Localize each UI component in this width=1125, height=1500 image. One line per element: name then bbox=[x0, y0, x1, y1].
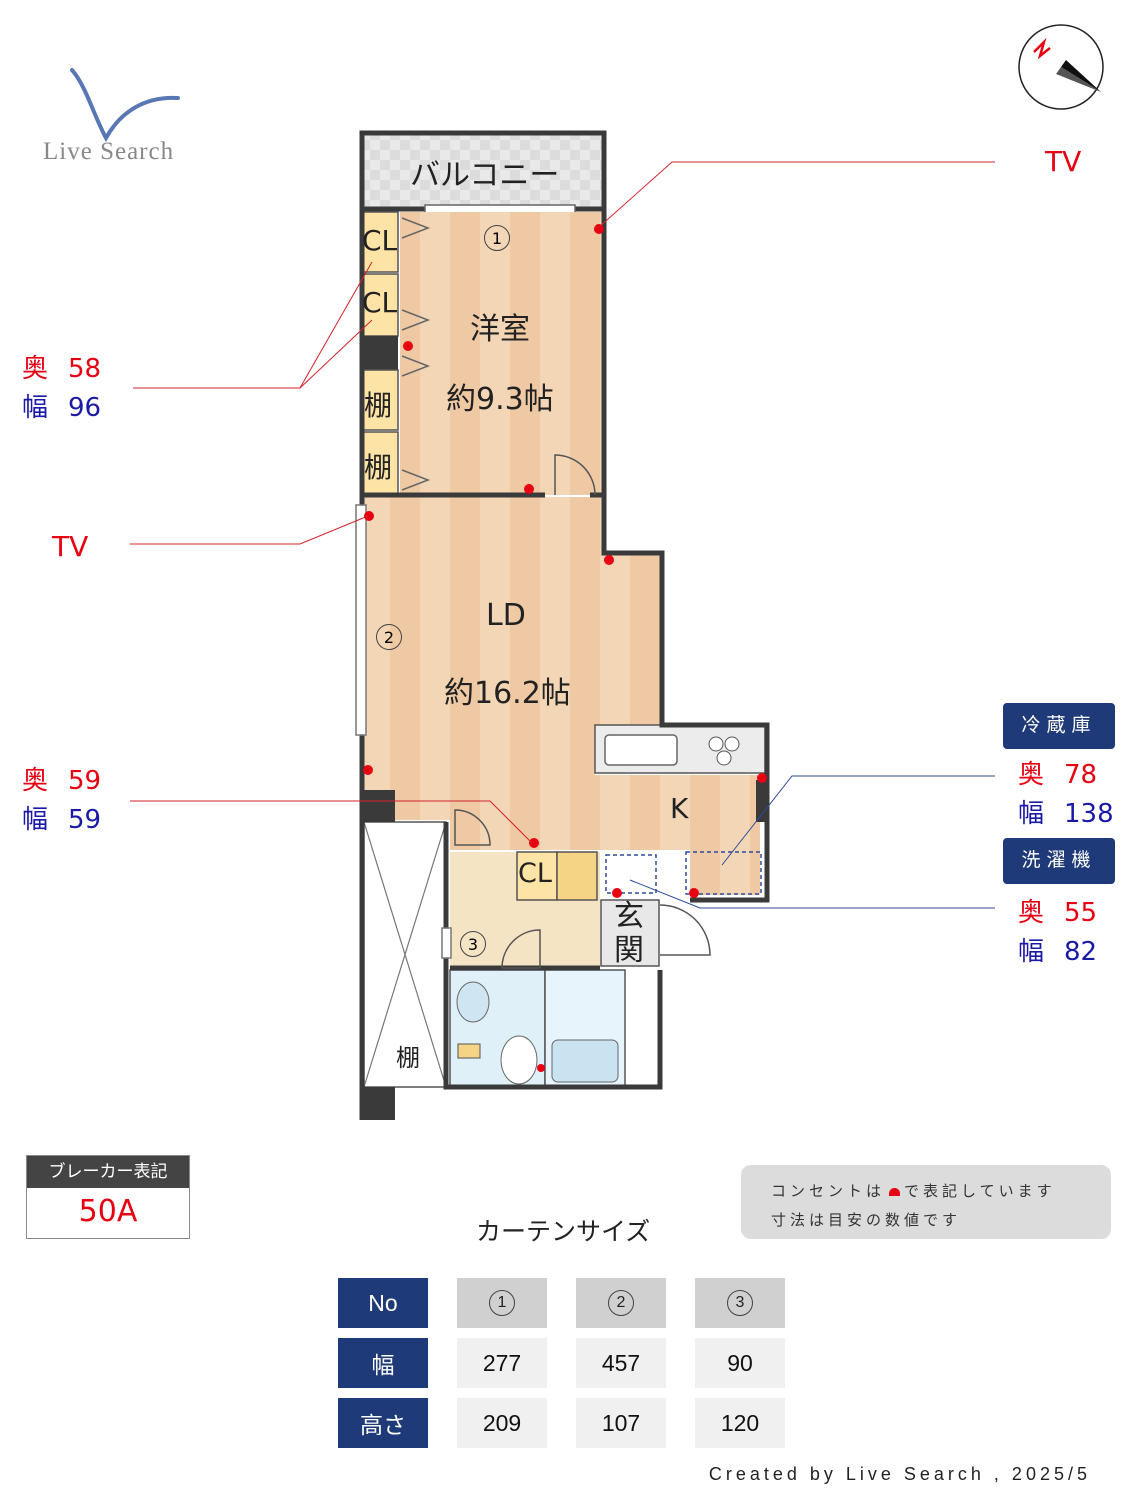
fridge-title: 冷蔵庫 bbox=[1003, 703, 1115, 749]
fridge-width-key: 幅 bbox=[1018, 799, 1045, 829]
outlet-icon bbox=[889, 1188, 901, 1196]
closet-label-1: CL bbox=[362, 224, 398, 257]
western-room-label: 洋室 bbox=[470, 312, 530, 347]
note-dimension-text: 寸法は目安の数値です bbox=[771, 1211, 962, 1229]
tv-top-label: TV bbox=[1045, 145, 1082, 178]
closet-dimensions: 奥 58 幅 96 bbox=[22, 350, 101, 428]
table-cell: 107 bbox=[576, 1398, 666, 1448]
logo: Live Search bbox=[38, 66, 198, 176]
logo-mark-icon bbox=[70, 68, 180, 143]
balcony-label: バルコニー bbox=[410, 158, 560, 193]
table-row-label-width: 幅 bbox=[338, 1338, 428, 1388]
shelf-label-1: 棚 bbox=[364, 389, 393, 422]
table-cell: 277 bbox=[457, 1338, 547, 1388]
ld-label: LD bbox=[486, 598, 526, 633]
closet-label-3: CL bbox=[518, 858, 552, 889]
tv-left-label: TV bbox=[52, 530, 89, 563]
western-room-floor bbox=[400, 212, 603, 495]
closet-depth-value: 58 bbox=[68, 354, 102, 384]
washer-width-key: 幅 bbox=[1018, 937, 1045, 967]
entrance-text: 玄関 bbox=[614, 899, 644, 968]
window-marker-3: 3 bbox=[460, 931, 486, 957]
table-header-no: No bbox=[338, 1278, 428, 1328]
kitchen-label: K bbox=[670, 792, 689, 825]
shelf-label-2: 棚 bbox=[364, 451, 393, 484]
washer-depth-key: 奥 bbox=[1018, 898, 1045, 928]
cl2-depth-value: 59 bbox=[68, 766, 102, 796]
table-header-3: 3 bbox=[695, 1278, 785, 1328]
closet-width-key: 幅 bbox=[22, 393, 49, 423]
washer-width-value: 82 bbox=[1064, 937, 1098, 967]
washer-dimensions: 奥 55 幅 82 bbox=[1018, 894, 1097, 972]
fridge-depth-value: 78 bbox=[1064, 760, 1098, 790]
curtain-title: カーテンサイズ bbox=[476, 1217, 651, 1246]
logo-text: Live Search bbox=[43, 138, 175, 165]
breaker-box: ブレーカー表記 50A bbox=[26, 1155, 190, 1239]
window-marker-2: 2 bbox=[376, 624, 402, 650]
note-outlet-text-b: で表記しています bbox=[904, 1182, 1056, 1200]
closet-width-value: 96 bbox=[68, 393, 102, 423]
table-row-label-height: 高さ bbox=[338, 1398, 428, 1448]
closet-label-2: CL bbox=[362, 286, 398, 319]
fridge-width-value: 138 bbox=[1064, 799, 1114, 829]
notes-box: コンセントはで表記しています 寸法は目安の数値です bbox=[741, 1165, 1111, 1239]
table-header-1: 1 bbox=[457, 1278, 547, 1328]
fridge-depth-key: 奥 bbox=[1018, 760, 1045, 790]
washer-depth-value: 55 bbox=[1064, 898, 1098, 928]
table-cell: 90 bbox=[695, 1338, 785, 1388]
closet-depth-key: 奥 bbox=[22, 354, 49, 384]
breaker-title: ブレーカー表記 bbox=[27, 1156, 189, 1188]
breaker-value: 50A bbox=[78, 1194, 138, 1229]
western-room-size: 約9.3帖 bbox=[446, 382, 554, 417]
table-header-2: 2 bbox=[576, 1278, 666, 1328]
cl2-dimensions: 奥 59 幅 59 bbox=[22, 762, 101, 840]
entrance-label: 玄関 bbox=[614, 900, 648, 968]
washer-title: 洗濯機 bbox=[1003, 838, 1115, 884]
window-marker-1: 1 bbox=[484, 225, 510, 251]
cl2-depth-key: 奥 bbox=[22, 766, 49, 796]
shelf-label-3: 棚 bbox=[396, 1044, 420, 1072]
compass-icon bbox=[1018, 24, 1104, 110]
fridge-dimensions: 奥 78 幅 138 bbox=[1018, 756, 1114, 834]
cl2-width-value: 59 bbox=[68, 805, 102, 835]
footer-credit: Created by Live Search , 2025/5 bbox=[708, 1464, 1091, 1484]
note-outlet-text: コンセントは bbox=[771, 1182, 886, 1200]
table-cell: 120 bbox=[695, 1398, 785, 1448]
floor-plan bbox=[130, 130, 995, 1120]
table-cell: 457 bbox=[576, 1338, 666, 1388]
cl2-width-key: 幅 bbox=[22, 805, 49, 835]
ld-size: 約16.2帖 bbox=[444, 676, 571, 711]
table-cell: 209 bbox=[457, 1398, 547, 1448]
